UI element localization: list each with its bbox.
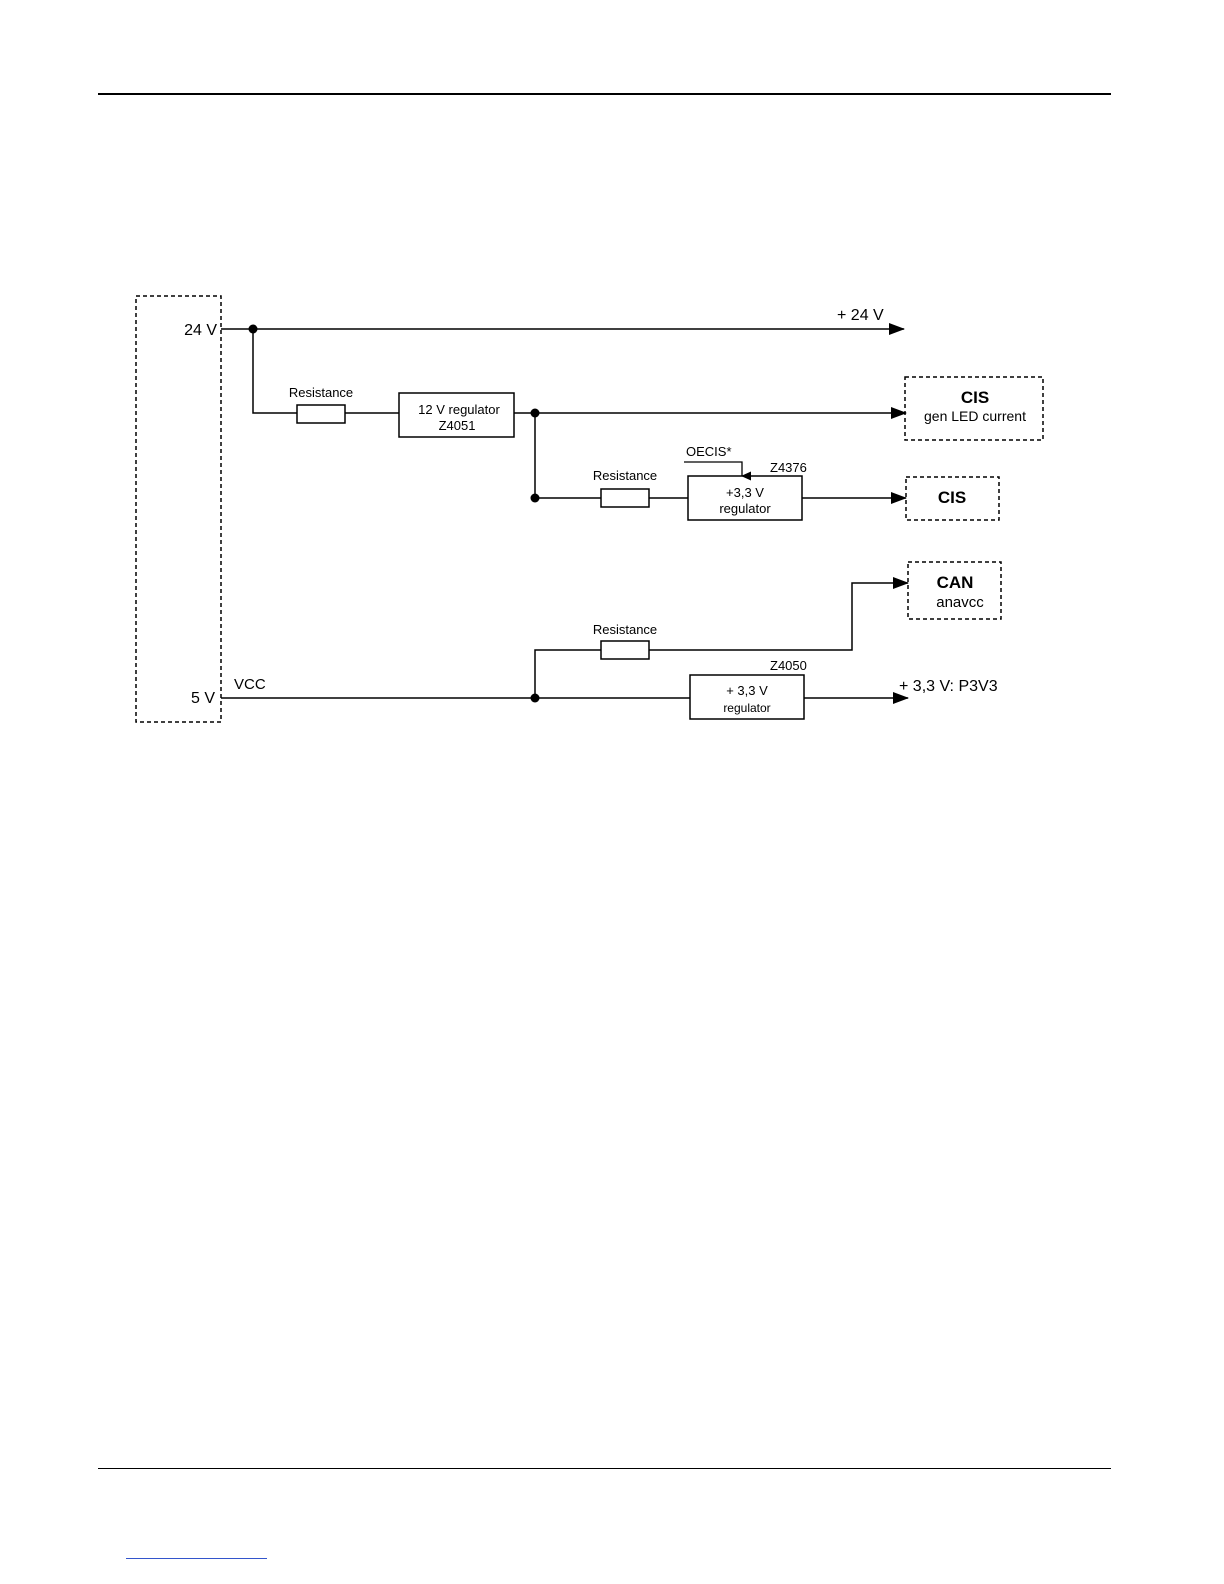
regulator-12v-label: 12 V regulator (418, 402, 500, 417)
oecis-signal-line (684, 462, 742, 476)
branch-to-reg33a (535, 413, 601, 498)
resistor-3-label: Resistance (593, 622, 657, 637)
regulator-33a-ref: Z4376 (770, 460, 807, 475)
p3v3-output-label: + 3,3 V: P3V3 (899, 678, 998, 695)
resistor-3 (601, 641, 649, 659)
cis-title: CIS (938, 488, 966, 507)
can-subtitle: anavcc (936, 594, 984, 611)
regulator-12v-ref: Z4051 (439, 418, 476, 433)
supply-24v-label: 24 V (184, 322, 217, 339)
resistor-2-label: Resistance (593, 468, 657, 483)
oecis-label: OECIS* (686, 444, 732, 459)
regulator-33a-sublabel: regulator (719, 501, 771, 516)
cis-led-title: CIS (961, 388, 989, 407)
branch-to-can (535, 650, 601, 698)
resistor-1-label: Resistance (289, 385, 353, 400)
resistor-1 (297, 405, 345, 423)
regulator-33b-ref: Z4050 (770, 658, 807, 673)
power-supply-box (136, 296, 221, 722)
footer-link-underline (126, 1558, 267, 1559)
regulator-33b-label: + 3,3 V (726, 683, 768, 698)
footer-rule (98, 1468, 1111, 1469)
rail-24v-output-label: + 24 V (837, 307, 884, 324)
resistor-3-to-can (649, 583, 908, 650)
cis-led-subtitle: gen LED current (924, 408, 1026, 424)
supply-5v-label: 5 V (191, 690, 215, 707)
resistor-2 (601, 489, 649, 507)
vcc-label: VCC (234, 676, 266, 693)
can-title: CAN (937, 573, 974, 592)
regulator-33b-sublabel: regulator (723, 701, 770, 715)
junction-reg33a (531, 494, 540, 503)
regulator-33a-label: +3,3 V (726, 485, 764, 500)
branch-to-12v (253, 329, 297, 413)
